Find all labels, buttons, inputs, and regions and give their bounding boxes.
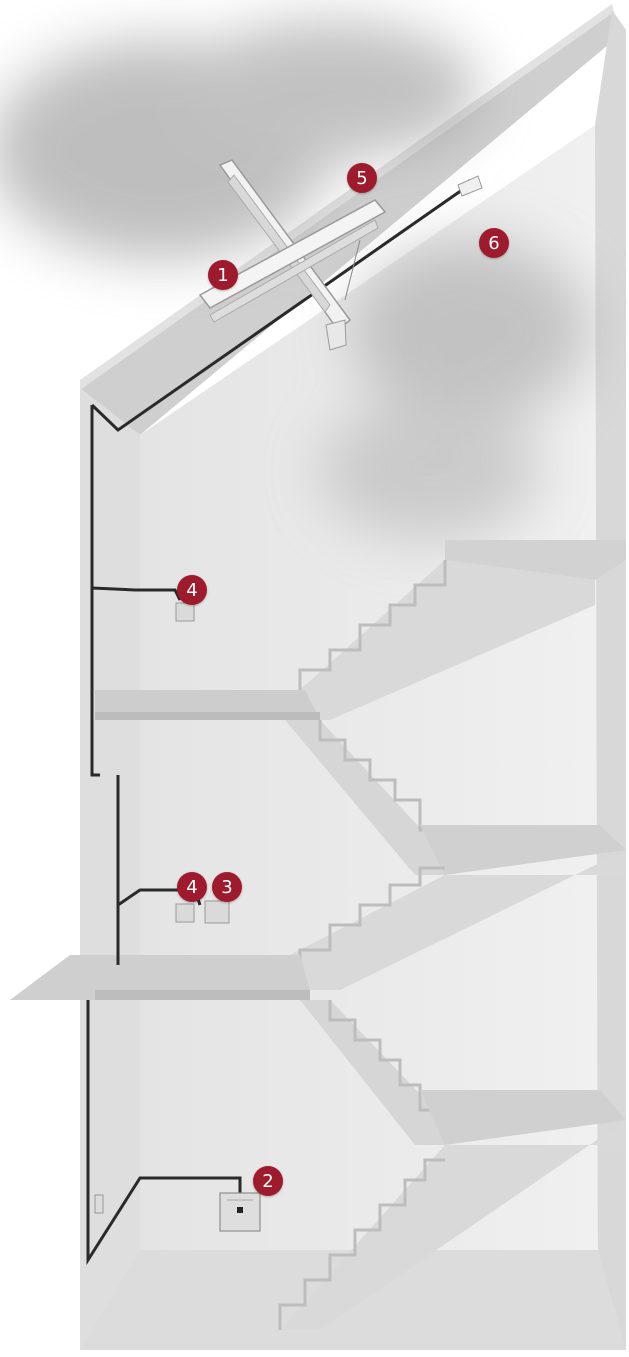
marker-3-smoke-alarm-button: 3 bbox=[212, 872, 242, 902]
smoke-detector-device bbox=[458, 176, 482, 196]
marker-4-vent-button-middle: 4 bbox=[177, 872, 207, 902]
vent-button-top bbox=[176, 603, 194, 621]
marker-4-vent-button-top: 4 bbox=[177, 575, 207, 605]
middle-floor-slab-edge bbox=[95, 990, 310, 1000]
wall-junction-box bbox=[95, 1195, 103, 1213]
marker-6-smoke-detector: 6 bbox=[479, 228, 509, 258]
vent-button-middle bbox=[176, 904, 194, 922]
top-floor-landing-edge bbox=[95, 712, 320, 720]
smoke-alarm-button bbox=[205, 901, 229, 923]
marker-2-control-panel: 2 bbox=[253, 1166, 283, 1196]
marker-1-smoke-vent-window: 1 bbox=[208, 260, 238, 290]
right-wall-edge bbox=[595, 10, 626, 1350]
marker-5-window-actuator: 5 bbox=[347, 163, 377, 193]
control-panel bbox=[220, 1193, 260, 1231]
